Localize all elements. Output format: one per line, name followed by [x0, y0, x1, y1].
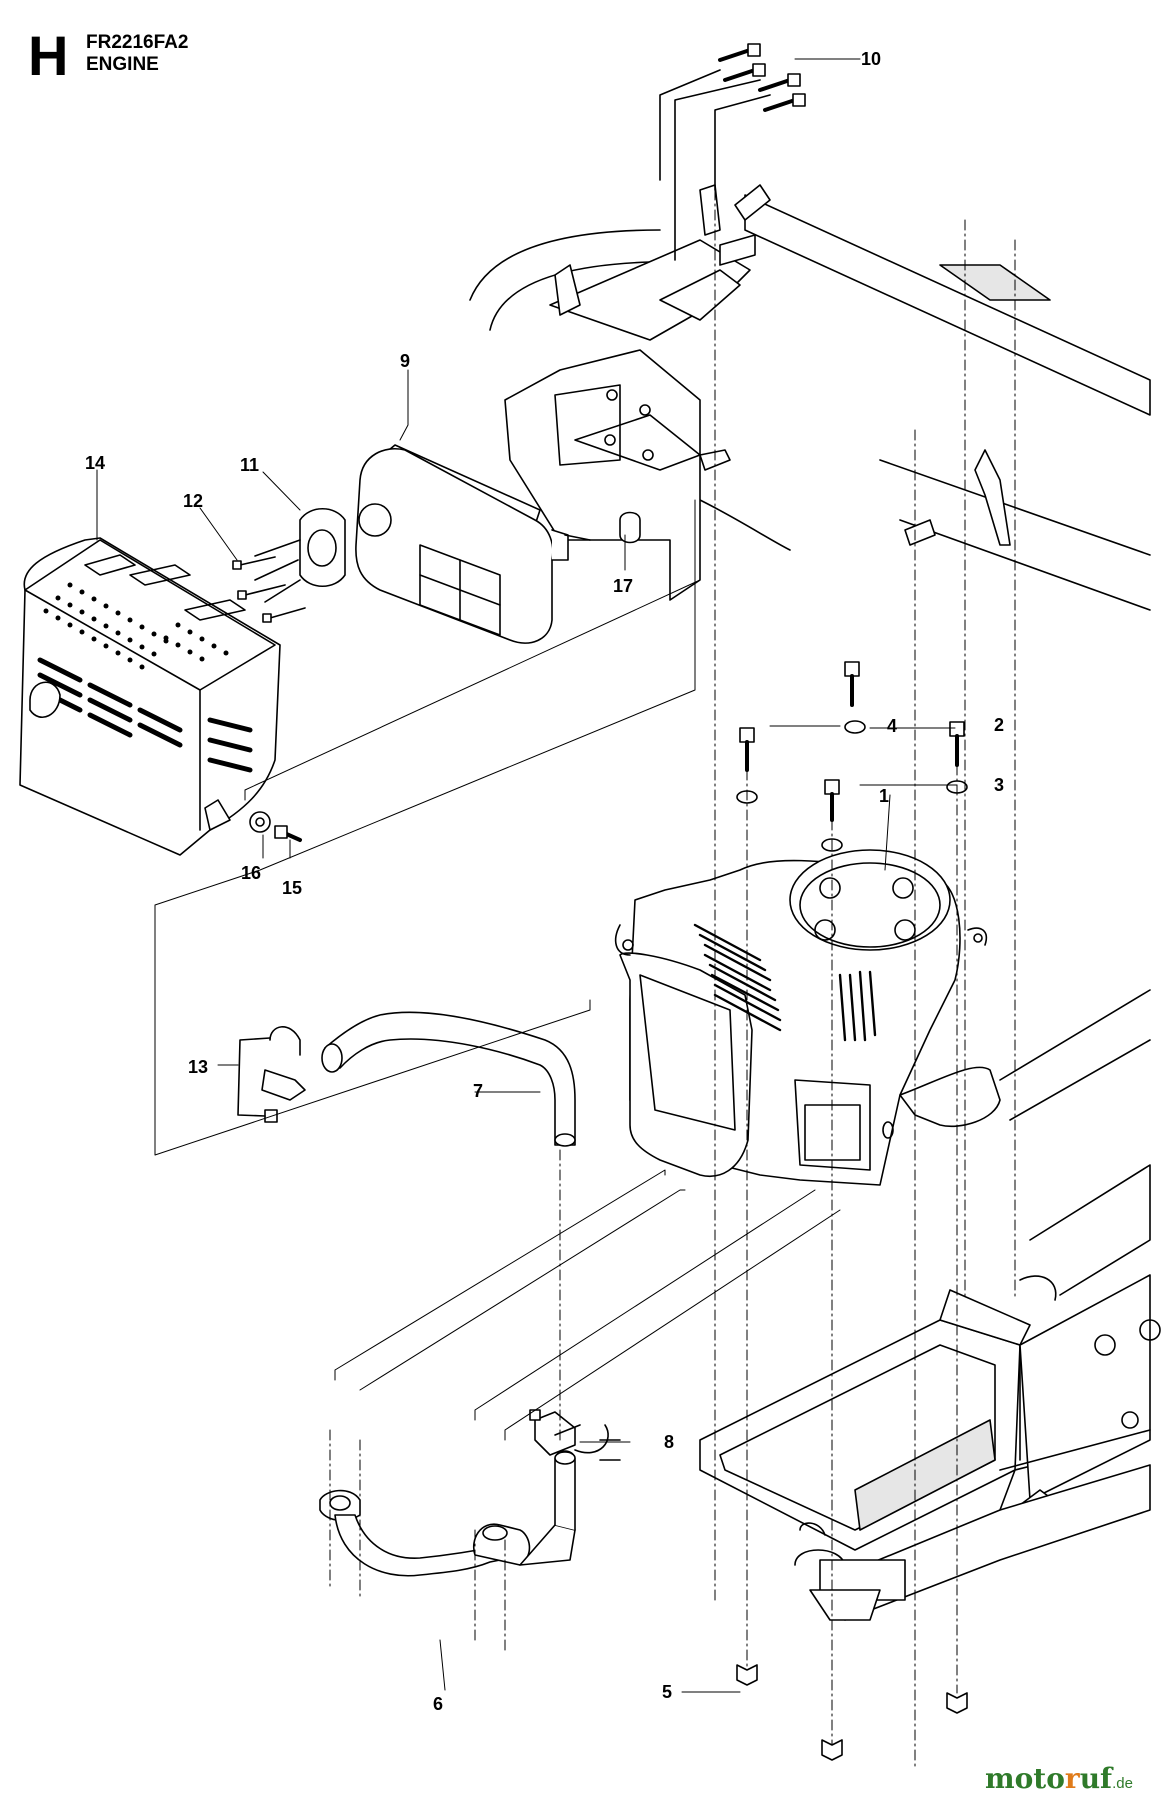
- callout-10: 10: [861, 49, 882, 69]
- frame-upper: [469, 184, 1151, 611]
- callout-8: 8: [664, 1432, 675, 1452]
- muffler-cover: [19, 537, 281, 856]
- callout-5: 5: [662, 1682, 673, 1702]
- watermark-tld: .de: [1112, 1775, 1133, 1792]
- pipe-clamp-13: [237, 1026, 306, 1123]
- callout-3: 3: [994, 775, 1005, 795]
- callout-4: 4: [887, 716, 898, 736]
- heat-shield-bracket: [504, 184, 756, 601]
- callout-13: 13: [188, 1057, 209, 1077]
- callout-17: 17: [613, 576, 634, 596]
- callout-14: 14: [85, 453, 106, 473]
- watermark-text-main: moto: [985, 1762, 1065, 1795]
- section-title: ENGINE: [86, 54, 159, 75]
- model-number: FR2216FA2: [86, 32, 189, 53]
- exhaust-manifold: [319, 1450, 576, 1577]
- callout-15: 15: [282, 878, 303, 898]
- small-hardware: [204, 511, 641, 842]
- callout-9: 9: [400, 351, 411, 371]
- leader-lines: [96, 58, 958, 1693]
- section-letter: H: [28, 24, 69, 87]
- muffler: [355, 444, 591, 644]
- long-bolts: [659, 43, 806, 261]
- cover-vent-holes: [43, 582, 229, 670]
- watermark-text-mark: r: [1064, 1762, 1080, 1795]
- watermark-logo: motoruf.de: [985, 1762, 1133, 1795]
- exhaust-pipe: [321, 1011, 576, 1147]
- u-bolt-8: [529, 1409, 621, 1461]
- callout-1: 1: [879, 786, 890, 806]
- assembly-lines: [154, 499, 841, 1441]
- engine: [614, 849, 1001, 1186]
- center-lines: [329, 149, 1016, 1771]
- callout-11: 11: [240, 455, 260, 475]
- frame-lower: [699, 989, 1161, 1621]
- callout-2: 2: [994, 715, 1005, 735]
- watermark-text-rest: uf: [1079, 1762, 1113, 1795]
- bolt-set-12: [232, 556, 306, 623]
- callout-7: 7: [473, 1081, 484, 1101]
- callout-6: 6: [433, 1694, 444, 1714]
- callout-12: 12: [183, 491, 204, 511]
- callout-16: 16: [241, 863, 262, 883]
- muffler-clamp: [254, 507, 346, 603]
